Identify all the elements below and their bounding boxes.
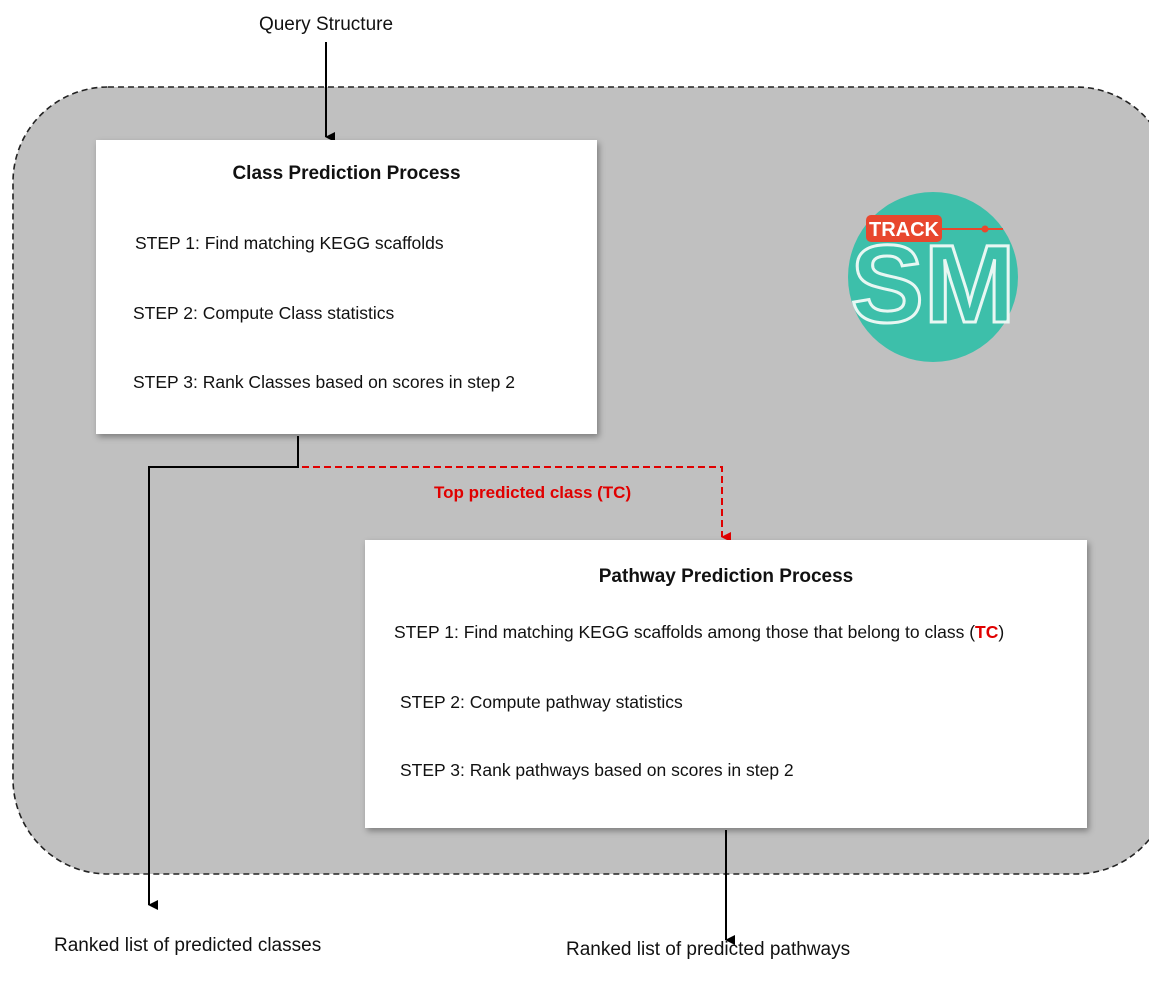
logo-line-dot xyxy=(981,225,989,233)
pathway-step-1-text: STEP 1: Find matching KEGG scaffolds amo… xyxy=(394,622,976,642)
pathway-step-1: STEP 1: Find matching KEGG scaffolds amo… xyxy=(394,622,1004,643)
class-step-1: STEP 1: Find matching KEGG scaffolds xyxy=(135,233,444,253)
ranked-pathways-output-label: Ranked list of predicted pathways xyxy=(566,939,851,960)
tracksm-logo: SM TRACK xyxy=(848,192,1018,362)
pathway-prediction-card: Pathway Prediction Process STEP 1: Find … xyxy=(365,540,1087,828)
class-step-2: STEP 2: Compute Class statistics xyxy=(133,303,395,323)
logo-main-text: SM xyxy=(851,223,1016,346)
pathway-step-2: STEP 2: Compute pathway statistics xyxy=(400,692,683,712)
pathway-step-1-tc: TC xyxy=(975,622,999,642)
class-step-3: STEP 3: Rank Classes based on scores in … xyxy=(133,372,515,392)
pathway-prediction-title: Pathway Prediction Process xyxy=(598,566,854,587)
top-predicted-class-label: Top predicted class (TC) xyxy=(434,483,632,502)
class-prediction-card: Class Prediction Process STEP 1: Find ma… xyxy=(96,140,597,434)
class-output-connector xyxy=(148,436,299,910)
top-class-connector xyxy=(302,466,731,542)
class-prediction-title: Class Prediction Process xyxy=(232,163,461,184)
pathway-step-3: STEP 3: Rank pathways based on scores in… xyxy=(400,760,794,780)
logo-badge xyxy=(866,215,942,242)
logo-badge-text: TRACK xyxy=(869,219,940,241)
pathway-step-1-close: ) xyxy=(998,622,1005,642)
query-structure-label: Query Structure xyxy=(258,14,394,35)
ranked-classes-output-label: Ranked list of predicted classes xyxy=(54,935,322,956)
